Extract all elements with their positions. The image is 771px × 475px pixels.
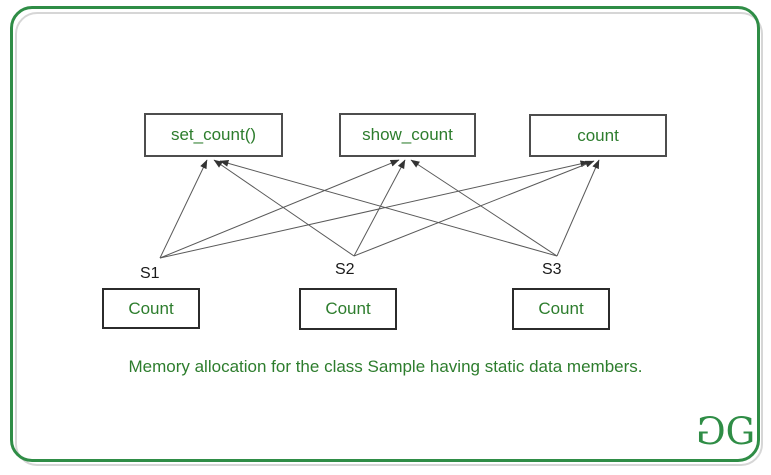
member-box-show-count-label: show_count bbox=[362, 125, 453, 144]
count-box-s1-label: Count bbox=[128, 298, 174, 318]
edge-S1-to-show_count bbox=[159, 159, 400, 259]
edge-S1-to-set_count bbox=[159, 159, 208, 259]
frame-green-border bbox=[10, 6, 760, 462]
edge-S3-to-count bbox=[556, 159, 600, 257]
edge-S3-to-set_count bbox=[219, 159, 558, 257]
edge-S3-to-show_count bbox=[410, 159, 558, 257]
diagram-caption: Memory allocation for the class Sample h… bbox=[128, 357, 643, 376]
member-box-set-count-label: set_count() bbox=[170, 125, 257, 144]
logo-mirrored-g: G bbox=[698, 410, 726, 453]
count-box-s1: Count bbox=[102, 288, 200, 329]
member-box-count-label: count bbox=[577, 125, 619, 145]
count-box-s3-label: Count bbox=[538, 299, 584, 318]
count-box-s2-label: Count bbox=[325, 299, 371, 318]
edge-S2-to-show_count bbox=[353, 159, 406, 257]
member-box-show-count: show_count bbox=[339, 113, 476, 157]
edge-S2-to-count bbox=[353, 160, 595, 257]
member-box-count: count bbox=[529, 114, 667, 157]
frame-shadow-border bbox=[15, 12, 763, 466]
count-box-s2: Count bbox=[299, 288, 397, 330]
edge-S2-to-set_count bbox=[213, 159, 355, 257]
logo-g: G bbox=[725, 410, 756, 453]
object-label-s1: S1 bbox=[140, 265, 160, 282]
edge-S1-to-count bbox=[159, 160, 590, 259]
object-label-s3: S3 bbox=[542, 261, 562, 278]
geeksforgeeks-logo-icon: GG bbox=[698, 410, 756, 453]
member-box-set-count: set_count() bbox=[144, 113, 283, 157]
count-box-s3: Count bbox=[512, 288, 610, 330]
object-label-s2: S2 bbox=[335, 261, 355, 278]
